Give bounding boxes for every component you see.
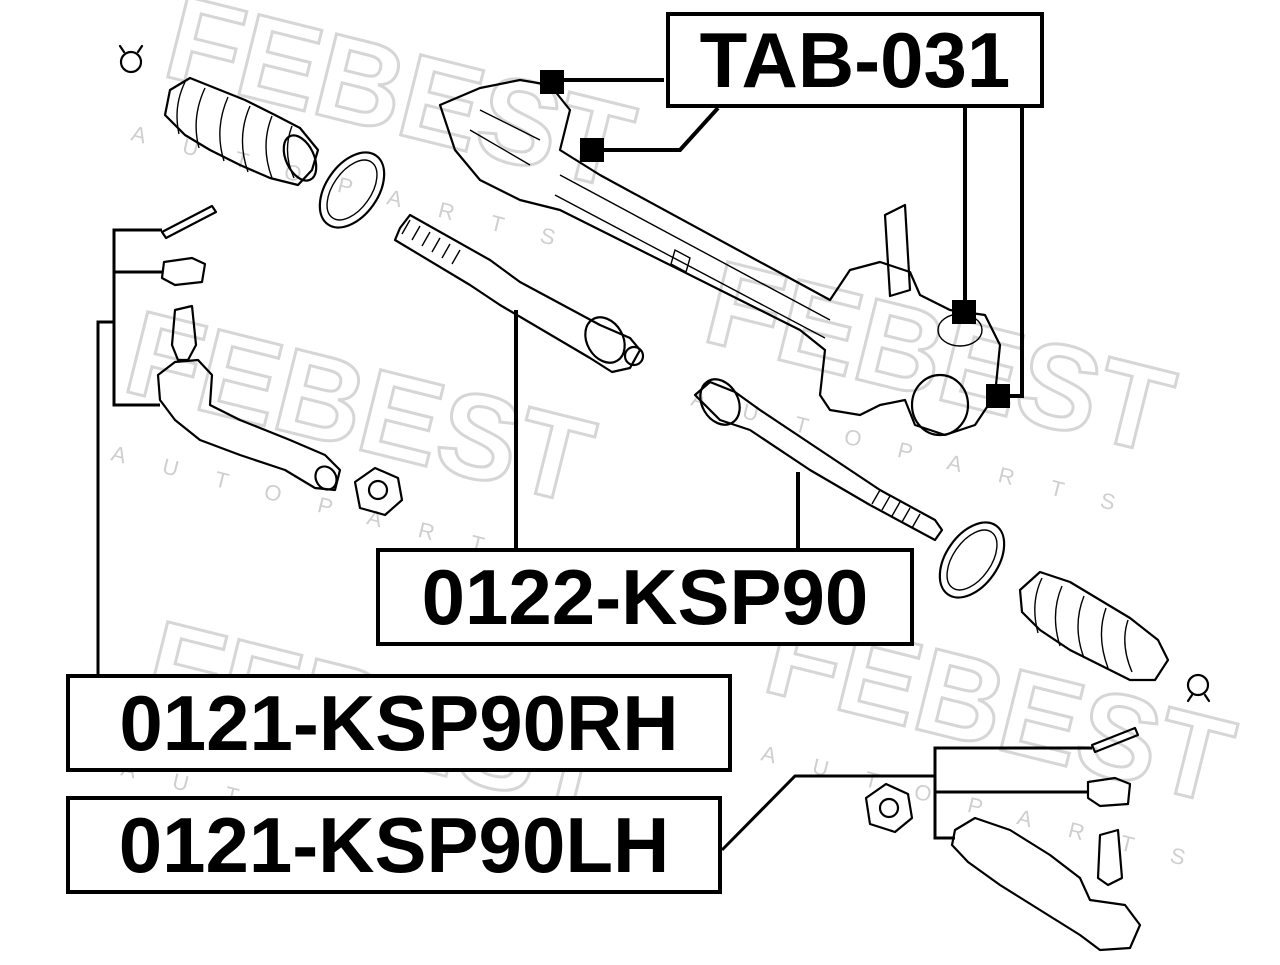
- tie-rod-end-left: [156, 204, 404, 517]
- cotter-pin-right: [1090, 726, 1140, 754]
- watermark-brand-middle-right: FEBEST: [694, 235, 1186, 480]
- cotter-pin-left: [160, 204, 218, 240]
- tie-rod-end-right: [864, 726, 1142, 952]
- lock-nut-left: [353, 466, 404, 517]
- boot-assembly-right: [938, 521, 1211, 703]
- label-0122-ksp90: 0122-KSP90: [376, 548, 914, 646]
- castle-nut-right: [1086, 776, 1132, 808]
- boot-assembly-left: [118, 44, 386, 229]
- boot-band-left: [318, 151, 386, 229]
- inner-tie-rod-upper: [393, 213, 645, 374]
- leader-lh-trunk: [720, 774, 935, 852]
- housing-port: [910, 373, 970, 437]
- leader-rh-trunk: [96, 320, 114, 676]
- leader-rh-branch: [112, 228, 162, 407]
- label-0121-ksp90rh: 0121-KSP90RH: [66, 674, 732, 772]
- label-0121-ksp90lh: 0121-KSP90LH: [66, 796, 722, 894]
- bushing-marker-3: [952, 300, 976, 324]
- ball-stud-right: [1096, 828, 1124, 887]
- rubber-boot-left: [163, 76, 320, 187]
- lock-nut-right: [864, 782, 914, 834]
- part-number-tie-rod-end-lh: 0121-KSP90LH: [118, 800, 670, 889]
- leader-bushing-2: [592, 106, 720, 152]
- tie-rod-end-body-left: [156, 358, 342, 492]
- watermark-brand-middle-left: FEBEST: [114, 285, 606, 530]
- part-number-inner-tie-rod: 0122-KSP90: [421, 552, 869, 641]
- boot-clamp-right: [1186, 673, 1211, 703]
- rubber-boot-right: [1018, 570, 1170, 682]
- part-number-tie-rod-end-rh: 0121-KSP90RH: [119, 678, 679, 767]
- part-number-bushing: TAB-031: [699, 15, 1011, 104]
- watermark-brand-top: FEBEST: [154, 0, 646, 215]
- bushing-marker-2: [580, 138, 604, 162]
- bushing-marker-4: [986, 384, 1010, 408]
- label-tab-031: TAB-031: [666, 12, 1044, 108]
- tie-rod-end-body-right: [950, 816, 1142, 952]
- bushing-marker-1: [540, 70, 564, 94]
- castle-nut-left: [160, 256, 207, 287]
- bushing-markers: [540, 70, 1010, 408]
- boot-clamp-left: [118, 44, 144, 74]
- boot-band-right: [938, 521, 1006, 599]
- inner-tie-rod-lower: [693, 378, 944, 542]
- pinion-shaft: [883, 203, 912, 298]
